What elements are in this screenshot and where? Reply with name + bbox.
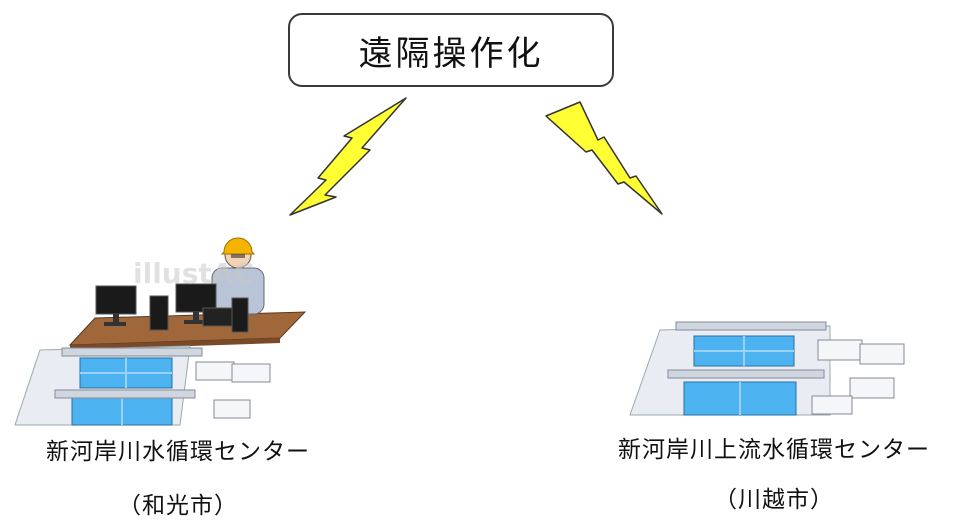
lightning-right-icon xyxy=(545,101,663,215)
left-facility-name: 新河岸川水循環センター xyxy=(46,439,310,465)
lightning-left-icon xyxy=(289,97,407,216)
treatment-plant-icon xyxy=(629,321,905,416)
title-text: 遠隔操作化 xyxy=(358,33,544,74)
title-box: 遠隔操作化 xyxy=(288,13,614,87)
treatment-plant-icon xyxy=(14,345,271,426)
left-facility-city: （和光市） xyxy=(118,493,238,519)
right-facility-city: （川越市） xyxy=(714,487,834,513)
watermark-text: illustAC xyxy=(133,257,254,290)
control-desk xyxy=(68,311,307,350)
right-facility-name: 新河岸川上流水循環センター xyxy=(618,437,930,463)
monitor-icon xyxy=(95,283,249,333)
